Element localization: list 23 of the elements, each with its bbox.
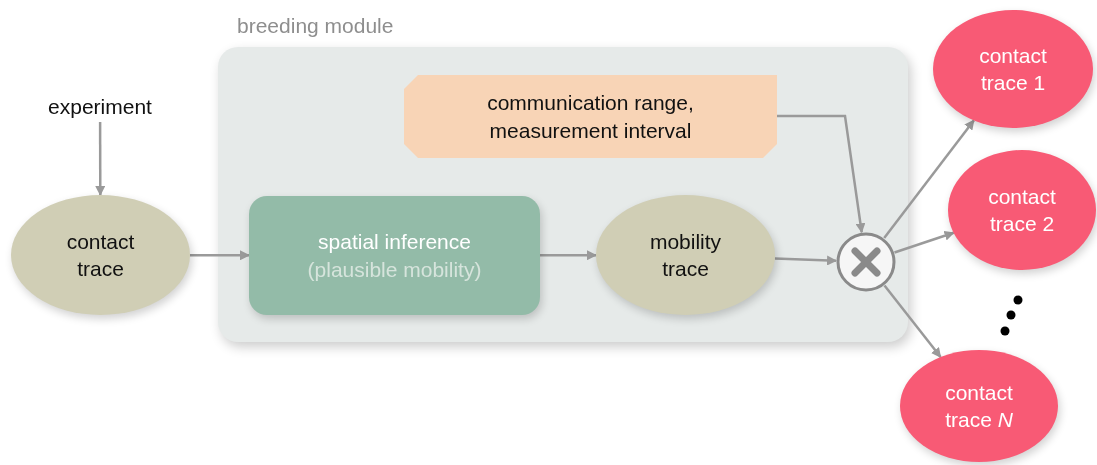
arrow [774,255,837,266]
arrow [95,122,106,196]
arrow [894,230,955,254]
node-label: spatial inference [318,229,471,256]
node-label: communication range, measurement interval [486,90,695,144]
arrow [883,119,975,239]
process-box [249,196,540,315]
multiply-circle [836,232,896,292]
arrow [777,114,866,234]
data-ellipse [948,150,1096,270]
node-label: contact trace 2 [987,183,1057,237]
module-heading: breeding module [237,13,394,39]
data-ellipse [900,350,1058,462]
node-label: contact trace 1 [978,42,1048,96]
node-sublabel: (plausible mobility) [307,256,482,283]
parameter-box [404,75,777,158]
node-label: contact trace [65,228,136,282]
node-label: mobility trace [648,228,723,282]
node-label: contact trace N [944,379,1014,433]
arrow [883,284,942,358]
arrow [540,250,597,261]
node-label: experiment [48,94,152,121]
arrow [190,250,250,261]
